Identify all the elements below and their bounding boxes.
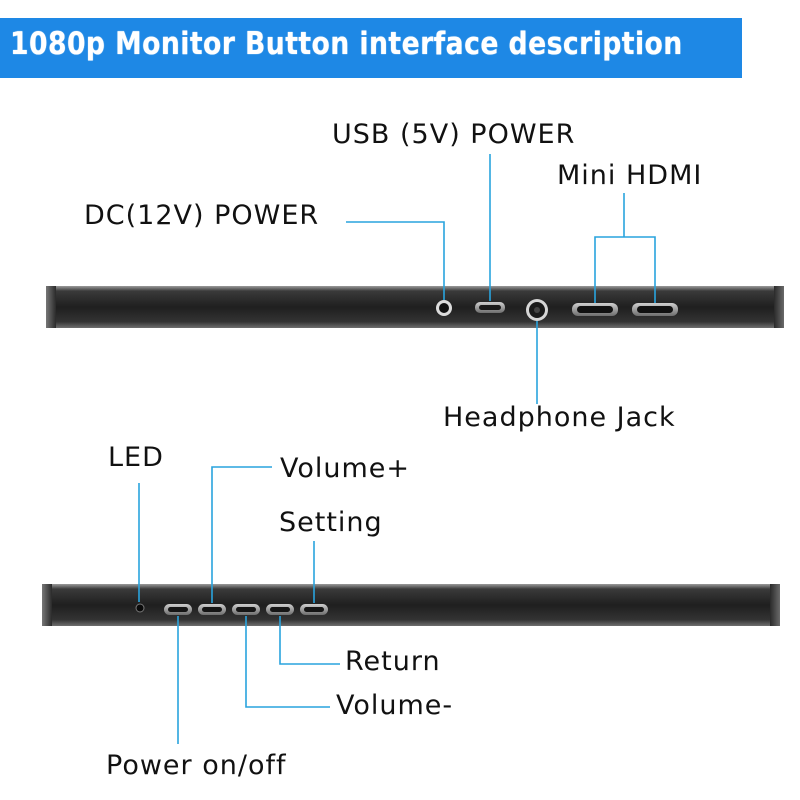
headphone-jack-label: Headphone Jack xyxy=(443,402,676,433)
bottom-monitor-edge xyxy=(42,584,780,626)
return-button xyxy=(266,604,294,615)
page-title: 1080p Monitor Button interface descripti… xyxy=(10,26,683,62)
usb-power-port xyxy=(475,302,505,313)
top-monitor-edge xyxy=(46,286,784,328)
mini-hdmi-label: Mini HDMI xyxy=(557,160,703,191)
dc-power-label: DC(12V) POWER xyxy=(84,200,320,231)
title-banner: 1080p Monitor Button interface descripti… xyxy=(0,18,742,78)
return-callout-line xyxy=(279,616,340,665)
volume-plus-label: Volume+ xyxy=(280,453,411,484)
dc-power-port xyxy=(436,300,452,316)
headphone-jack-port xyxy=(526,299,548,321)
hdmi-callout-line-1 xyxy=(594,236,656,303)
power-button xyxy=(164,604,192,615)
volume-plus-callout-line xyxy=(211,466,272,603)
volume-minus-callout-line xyxy=(245,616,330,708)
mini-hdmi-port-2 xyxy=(632,303,678,316)
dc-callout-line xyxy=(346,221,445,300)
volume-minus-label: Volume- xyxy=(336,690,454,721)
volume-minus-button xyxy=(232,604,260,615)
power-label: Power on/off xyxy=(106,750,287,781)
setting-button xyxy=(300,604,328,615)
setting-label: Setting xyxy=(279,507,383,538)
led-indicator xyxy=(135,603,145,613)
led-label: LED xyxy=(108,442,164,473)
volume-plus-button xyxy=(198,604,226,615)
return-label: Return xyxy=(345,646,441,677)
mini-hdmi-port-1 xyxy=(572,303,618,316)
usb-power-label: USB (5V) POWER xyxy=(332,119,576,150)
